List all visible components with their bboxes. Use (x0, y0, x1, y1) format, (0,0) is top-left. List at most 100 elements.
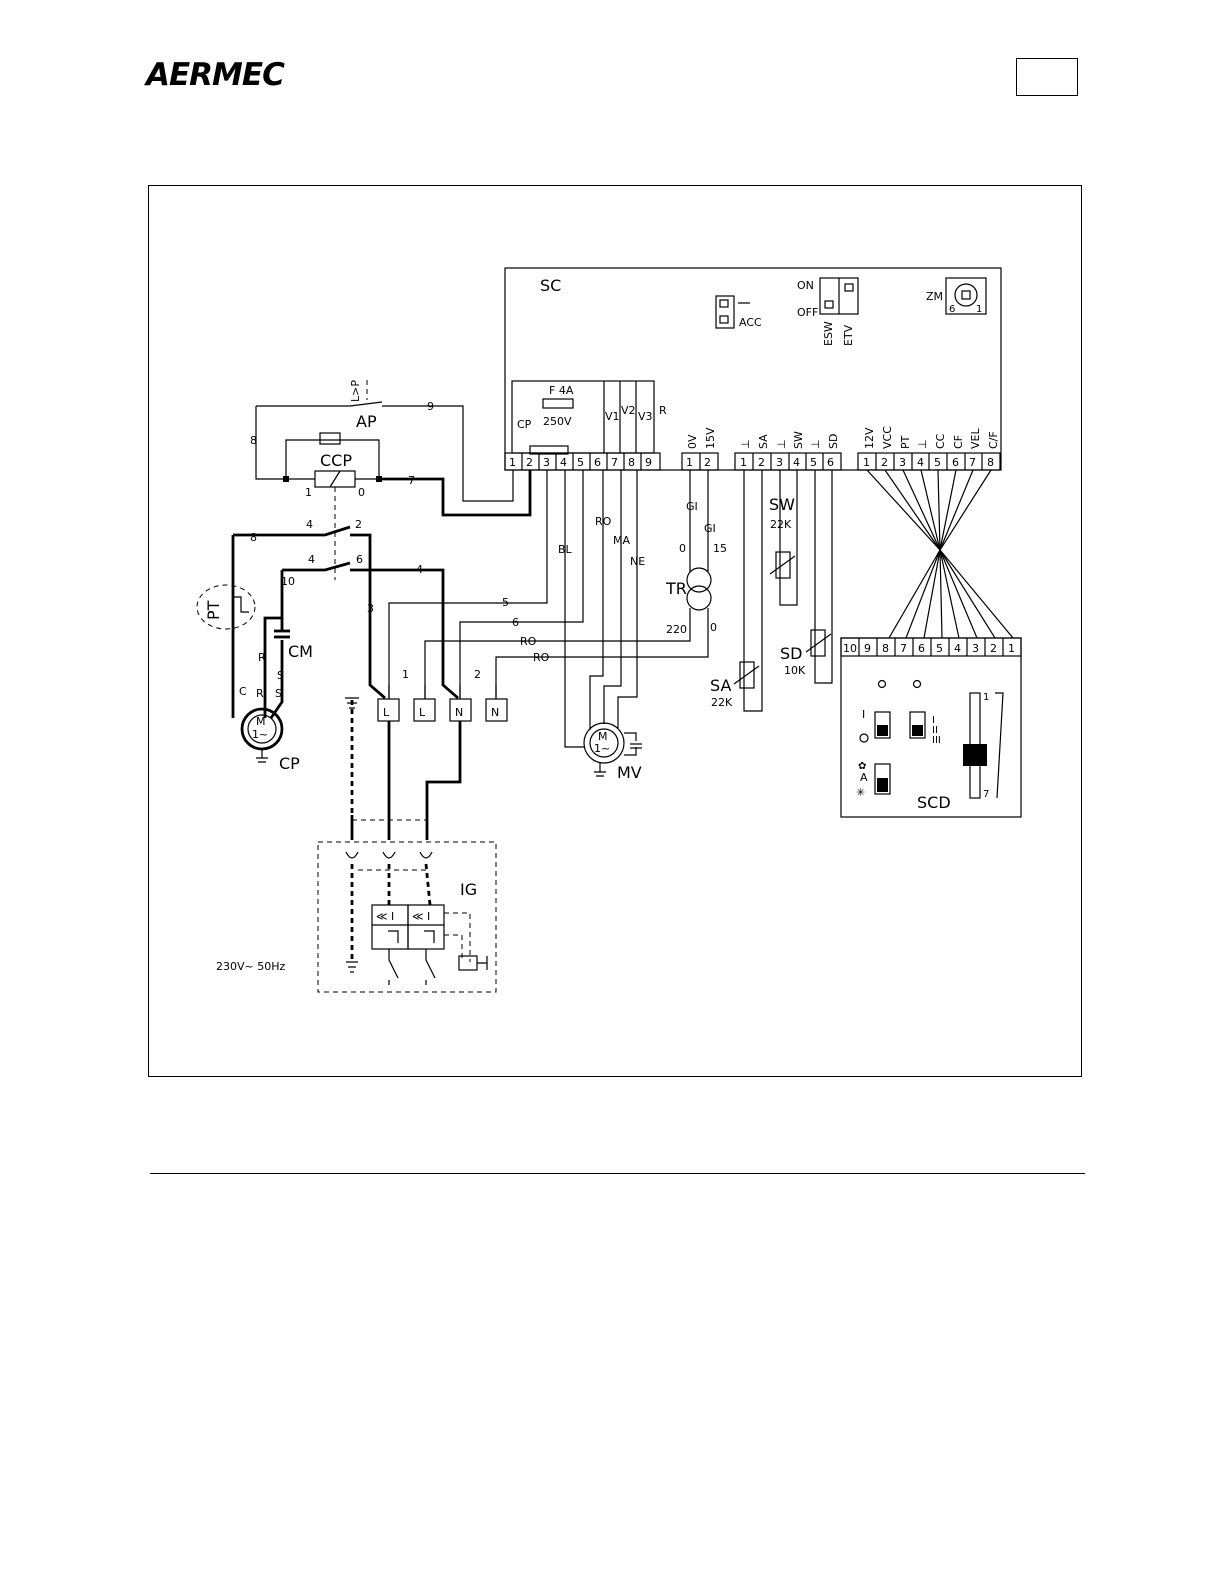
relay-v1: V1 (605, 410, 620, 423)
svg-text:5: 5 (577, 456, 584, 469)
sa-value: 22K (711, 696, 733, 709)
scd-terminals: 10 9 8 7 6 5 4 3 2 1 (840, 637, 1022, 657)
svg-text:VEL: VEL (969, 428, 982, 449)
svg-text:≪ I: ≪ I (376, 910, 394, 923)
svg-text:4: 4 (308, 553, 315, 566)
svg-text:2: 2 (526, 456, 533, 469)
svg-text:4: 4 (416, 563, 423, 576)
fuse (542, 398, 574, 409)
cp-motor-label: CP (279, 754, 300, 773)
sd-label: SD (780, 644, 802, 663)
scd-led-2 (912, 679, 922, 689)
svg-text:⊥: ⊥ (739, 439, 752, 449)
svg-text:GI: GI (686, 500, 698, 513)
switch-on-label: ON (797, 279, 814, 292)
pt-protector (196, 584, 256, 630)
svg-text:✳: ✳ (856, 786, 865, 799)
sw-sensor (775, 551, 791, 579)
zm-label: ZM (926, 290, 943, 303)
svg-text:1: 1 (863, 456, 870, 469)
etv-label: ETV (842, 324, 855, 346)
svg-text:L: L (383, 706, 390, 719)
svg-text:2: 2 (704, 456, 711, 469)
svg-text:R: R (258, 651, 266, 664)
svg-text:N: N (455, 706, 463, 719)
svg-text:GI: GI (704, 522, 716, 535)
zm-trimmer (945, 277, 987, 315)
svg-text:N: N (491, 706, 499, 719)
svg-text:6: 6 (512, 616, 519, 629)
acc-connector (715, 295, 735, 329)
relay-v3: V3 (638, 410, 653, 423)
aermec-logo: AERMEC (146, 57, 285, 93)
footer-rule (150, 1173, 1085, 1174)
acc-label: ACC (739, 316, 762, 329)
sd-value: 10K (784, 664, 806, 677)
svg-text:5: 5 (934, 456, 941, 469)
svg-text:SD: SD (827, 434, 840, 449)
svg-text:0V: 0V (686, 434, 699, 449)
svg-text:1: 1 (983, 692, 989, 703)
svg-text:4: 4 (917, 456, 924, 469)
fuse-rating: 250V (543, 415, 572, 428)
svg-text:9: 9 (427, 400, 434, 413)
svg-text:2: 2 (758, 456, 765, 469)
wire-bl: BL (558, 543, 573, 556)
svg-text:1: 1 (1008, 642, 1015, 655)
page-number-box (1016, 58, 1078, 96)
svg-text:8: 8 (250, 434, 257, 447)
svg-text:5: 5 (810, 456, 817, 469)
svg-text:6: 6 (827, 456, 834, 469)
svg-text:6: 6 (356, 553, 363, 566)
svg-text:1: 1 (740, 456, 747, 469)
terminal-strip-sensors: 1 2 3 4 5 6 ⊥ SA ⊥ SW ⊥ SD (734, 431, 842, 471)
svg-text:0: 0 (358, 486, 365, 499)
scd-switch-mode (874, 763, 891, 795)
svg-text:RO: RO (520, 635, 537, 648)
svg-text:M: M (256, 715, 266, 728)
terminal-strip-tr: 1 2 0V 15V (681, 427, 719, 471)
svg-text:I: I (932, 715, 935, 726)
svg-text:4: 4 (306, 518, 313, 531)
svg-text:6: 6 (918, 642, 925, 655)
ap-label: AP (356, 412, 377, 431)
svg-text:4: 4 (793, 456, 800, 469)
terminal-strip-scd: 1 2 3 4 5 6 7 8 12V VCC PT ⊥ CC CF VEL C… (857, 426, 1001, 471)
switch-off-label: OFF (797, 306, 818, 319)
ccp-label: CCP (320, 451, 352, 470)
svg-text:0: 0 (679, 542, 686, 555)
cm-label: CM (288, 642, 313, 661)
svg-text:SA: SA (757, 434, 770, 449)
svg-text:II: II (932, 725, 938, 736)
ccp-sensor (319, 432, 341, 445)
svg-text:RO: RO (533, 651, 550, 664)
svg-text:M: M (598, 730, 608, 743)
svg-text:6: 6 (952, 456, 959, 469)
tr-label: TR (665, 579, 687, 598)
svg-text:4: 4 (560, 456, 567, 469)
scd-switch-power (874, 711, 891, 739)
svg-text:1: 1 (402, 668, 409, 681)
scd-switch-speed (909, 711, 926, 739)
fuse-label: F 4A (549, 384, 574, 397)
svg-text:9: 9 (864, 642, 871, 655)
svg-text:⊥: ⊥ (809, 439, 822, 449)
svg-text:8: 8 (628, 456, 635, 469)
wire-ne: NE (630, 555, 645, 568)
svg-text:2: 2 (474, 668, 481, 681)
svg-text:0: 0 (710, 621, 717, 634)
svg-text:220: 220 (666, 623, 687, 636)
svg-text:7: 7 (611, 456, 618, 469)
svg-text:A: A (860, 771, 868, 784)
sa-label: SA (710, 676, 731, 695)
diagram-frame (148, 185, 1082, 1077)
power-icon (859, 733, 869, 743)
relay-v2: V2 (621, 404, 636, 417)
ig-switch-box (317, 841, 497, 993)
svg-text:1: 1 (305, 486, 312, 499)
ig-label: IG (460, 880, 477, 899)
scd-cable-bundle (866, 469, 1014, 639)
svg-text:R: R (256, 687, 264, 700)
scd-panel (840, 637, 1022, 818)
sc-label: SC (540, 276, 561, 295)
